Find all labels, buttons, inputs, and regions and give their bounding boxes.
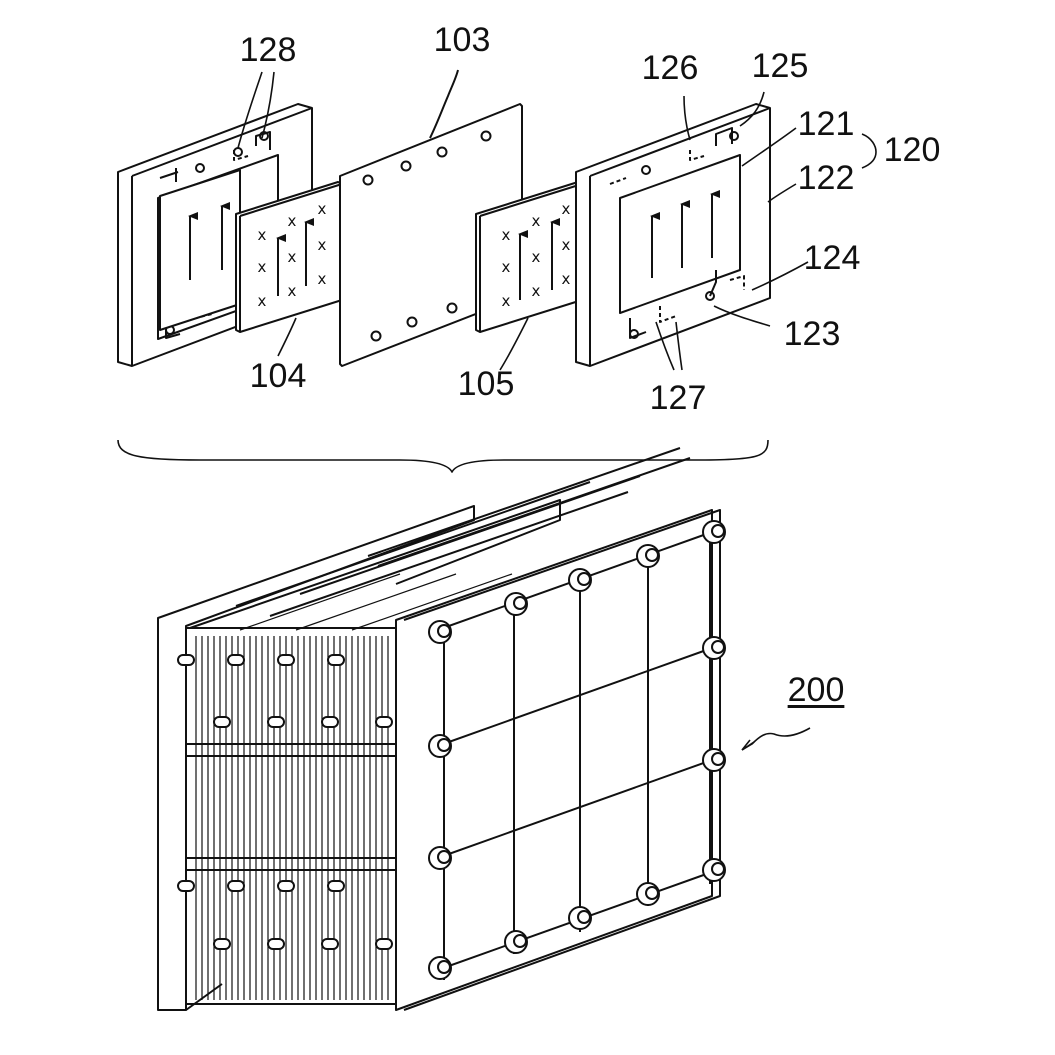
stud-end (322, 939, 338, 949)
bolt-head (505, 931, 527, 953)
ref-124: 124 (804, 241, 861, 275)
bolt-head (429, 847, 451, 869)
stud-end (376, 939, 392, 949)
bolt-head (429, 621, 451, 643)
bolt-head (703, 859, 725, 881)
assembled-stack-200 (158, 448, 720, 1010)
membrane-x-mark: x (562, 200, 571, 218)
bolt-head (703, 749, 725, 771)
right-frame-plate-120 (576, 104, 770, 366)
bolt-head (569, 569, 591, 591)
membrane-x-mark: x (502, 226, 511, 244)
membrane-x-mark: x (318, 200, 327, 218)
ref-200: 200 (788, 673, 845, 707)
stud-end (278, 655, 294, 665)
membrane-x-mark: x (562, 236, 571, 254)
ref-122: 122 (798, 161, 855, 195)
leader-200 (742, 728, 810, 750)
stud-ends (178, 655, 392, 949)
ref-127: 127 (650, 381, 707, 415)
membrane-x-mark: x (532, 248, 541, 266)
ref-120: 120 (884, 133, 941, 167)
stud-end (178, 881, 194, 891)
membrane-x-mark: x (318, 236, 327, 254)
stud-end (278, 881, 294, 891)
membrane-x-mark: x (532, 282, 541, 300)
stud-end (228, 655, 244, 665)
stud-end (214, 939, 230, 949)
membrane-x-mark: x (258, 292, 267, 310)
bolt-head (505, 593, 527, 615)
membrane-x-mark: x (258, 226, 267, 244)
stud-end (328, 881, 344, 891)
bolt-head (429, 957, 451, 979)
bolt-head (637, 883, 659, 905)
stud-end (322, 717, 338, 727)
bolt-head (703, 637, 725, 659)
membrane-x-mark: x (318, 270, 327, 288)
stud-end (214, 717, 230, 727)
bolt-head (569, 907, 591, 929)
left-flow-field (160, 170, 240, 330)
membrane-x-mark: x (502, 258, 511, 276)
ref-105: 105 (458, 367, 515, 401)
ref-123: 123 (784, 317, 841, 351)
membrane-x-mark: x (288, 282, 297, 300)
membrane-x-mark: x (288, 248, 297, 266)
ref-104: 104 (250, 359, 307, 393)
leader-200-arrowhead (742, 740, 754, 750)
ref-126: 126 (642, 51, 699, 85)
ref-128: 128 (240, 33, 297, 67)
stud-end (268, 717, 284, 727)
ref-121: 121 (798, 107, 855, 141)
membrane-x-mark: x (502, 292, 511, 310)
membrane-x-mark: x (532, 212, 541, 230)
stud-end (328, 655, 344, 665)
bolt-head (637, 545, 659, 567)
ref-103: 103 (434, 23, 491, 57)
grouping-brace (118, 440, 768, 472)
membrane-x-mark: x (258, 258, 267, 276)
stud-end (228, 881, 244, 891)
stud-end (178, 655, 194, 665)
bolt-head (703, 521, 725, 543)
stud-end (268, 939, 284, 949)
membrane-x-mark: x (288, 212, 297, 230)
bolt-head (429, 735, 451, 757)
ref-125: 125 (752, 49, 809, 83)
membrane-x-mark: x (562, 270, 571, 288)
stud-end (376, 717, 392, 727)
